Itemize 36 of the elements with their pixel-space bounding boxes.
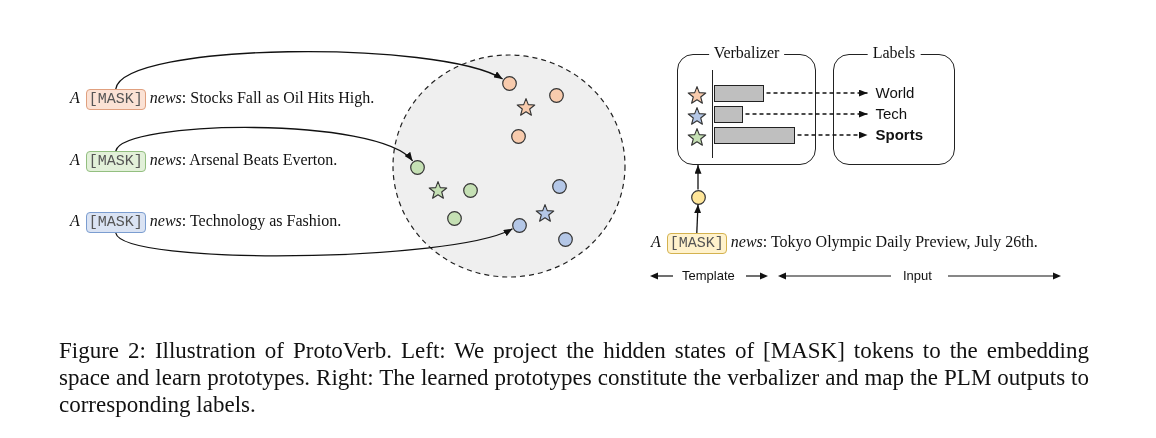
sentence-text: news: Technology as Fashion.	[149, 212, 342, 230]
highlighted-token: [MASK]	[85, 89, 146, 110]
highlighted-token: [MASK]	[85, 151, 146, 172]
sentence-text: A	[651, 233, 661, 251]
dashed-arrow	[796, 131, 869, 139]
caption-text: Figure 2: Illustration of ProtoVerb. Left: We project the hidden states of [MASK] tokens to the embedding space and learn prototypes. Right: The learned prototypes constitute the verbalizer and map the PLM outputs to corresponding labels.	[59, 337, 1089, 418]
star-icon	[428, 180, 448, 200]
arrow	[115, 126, 414, 162]
sentence-text: news: Tokyo Olympic Daily Preview, July 26th.	[730, 233, 1038, 251]
star-icon	[535, 203, 555, 223]
dashed-arrow	[744, 110, 869, 118]
category-name: Sports	[875, 125, 923, 144]
star-icon	[516, 97, 536, 117]
score-bar	[713, 105, 743, 123]
span-name: Template	[682, 268, 735, 284]
category-name: World	[875, 83, 915, 102]
star-icon	[686, 84, 707, 105]
arrow	[115, 228, 514, 257]
sentence-text: A	[70, 212, 80, 230]
sentence-text: A	[70, 151, 80, 169]
arrow	[115, 51, 504, 90]
sentence-text: A	[70, 89, 80, 107]
dashed-arrow	[765, 89, 869, 97]
arrow	[694, 203, 702, 234]
dot-icon	[690, 189, 706, 205]
star-icon	[686, 105, 707, 126]
score-bar	[713, 126, 795, 144]
highlighted-token: [MASK]	[666, 233, 727, 254]
highlighted-token: [MASK]	[85, 212, 146, 233]
category-name: Tech	[875, 104, 908, 123]
sentence-text: news: Stocks Fall as Oil Hits High.	[149, 89, 375, 107]
score-bar	[713, 84, 764, 102]
arrow	[694, 164, 702, 191]
star-icon	[686, 126, 707, 147]
span-name: Input	[903, 268, 932, 284]
sentence-text: news: Arsenal Beats Everton.	[149, 151, 338, 169]
